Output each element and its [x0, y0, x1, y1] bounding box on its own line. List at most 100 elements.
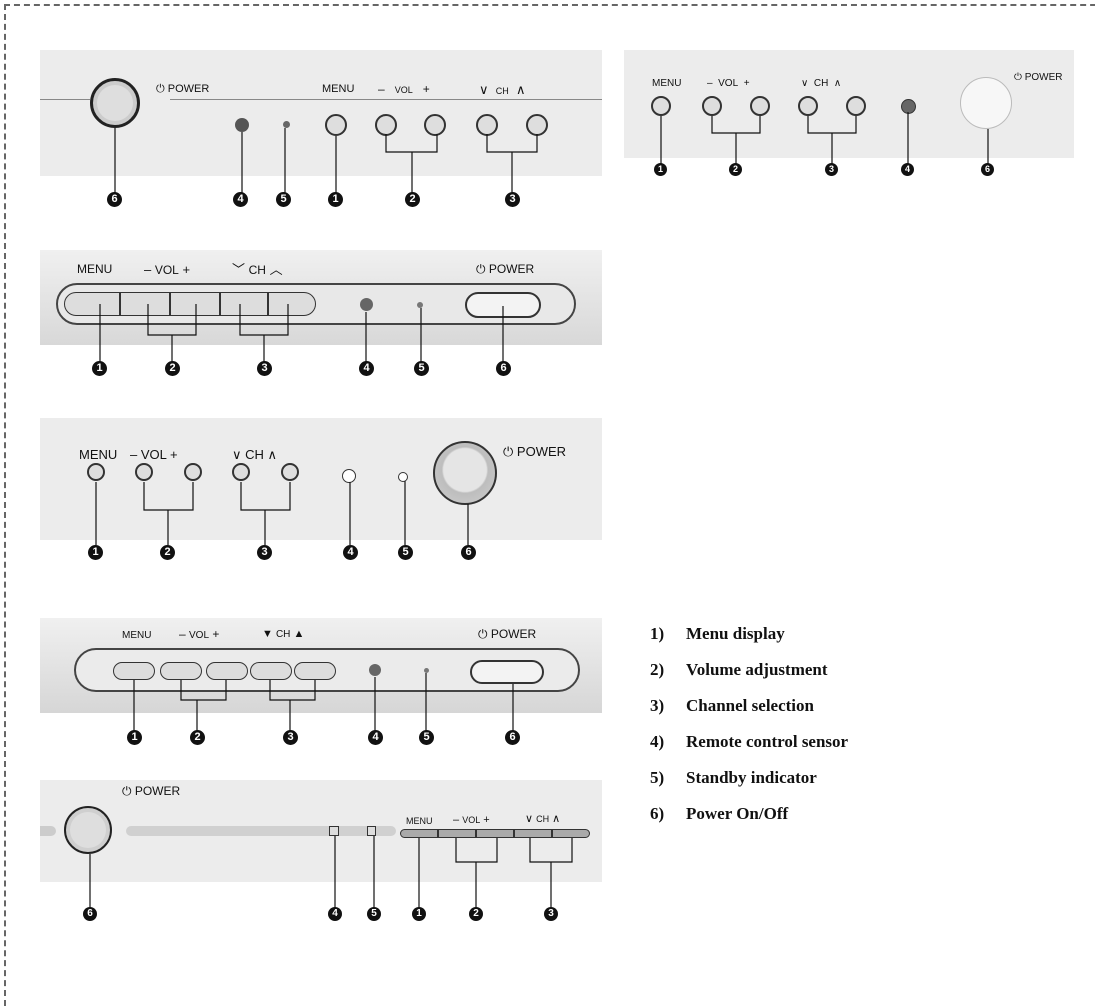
panel-f: ⏻ POWER MENU – VOL + ∨ CH ∧ — [40, 780, 602, 882]
callout-5: 5 — [419, 730, 434, 745]
vol-down-button[interactable] — [702, 96, 722, 116]
power-label: ⏻ POWER — [1014, 72, 1063, 83]
menu-label: MENU — [652, 78, 682, 89]
power-button[interactable] — [960, 77, 1012, 129]
vol-down-button[interactable] — [135, 463, 153, 481]
ch-label: ▼ CH ▲ — [262, 628, 305, 641]
legend: 1)Menu display 2)Volume adjustment 3)Cha… — [650, 624, 848, 840]
vol-down-button[interactable] — [160, 662, 202, 680]
callout-4: 4 — [233, 192, 248, 207]
vol-up-button[interactable] — [424, 114, 446, 136]
menu-button[interactable] — [113, 662, 155, 680]
vol-up-button[interactable] — [206, 662, 248, 680]
power-button[interactable] — [90, 78, 140, 128]
callout-3: 3 — [283, 730, 298, 745]
ch-up-button[interactable] — [846, 96, 866, 116]
menu-button[interactable] — [64, 292, 120, 316]
legend-item-volume-adjustment: 2)Volume adjustment — [650, 660, 828, 679]
callout-2: 2 — [729, 163, 742, 176]
callout-3: 3 — [257, 545, 272, 560]
callout-2: 2 — [165, 361, 180, 376]
menu-button[interactable] — [87, 463, 105, 481]
legend-item-standby-indicator: 5)Standby indicator — [650, 768, 817, 787]
remote-sensor — [235, 118, 249, 132]
vol-down-button[interactable] — [120, 292, 170, 316]
remote-sensor — [360, 298, 373, 311]
panel-b: MENU – VOL + ∨ CH ∧ ⏻ POWER — [624, 50, 1074, 158]
callout-1: 1 — [92, 361, 107, 376]
menu-button[interactable] — [325, 114, 347, 136]
callout-4: 4 — [368, 730, 383, 745]
vol-label: – VOL + — [130, 447, 178, 462]
legend-item-channel-selection: 3)Channel selection — [650, 696, 814, 715]
remote-sensor — [369, 664, 381, 676]
vol-up-button[interactable] — [476, 829, 514, 838]
standby-indicator — [417, 302, 423, 308]
vol-down-button[interactable] — [438, 829, 476, 838]
ch-label: ∨ CH ∧ — [479, 82, 526, 97]
callout-3: 3 — [505, 192, 520, 207]
callout-2: 2 — [160, 545, 175, 560]
power-label: ⏻ POWER — [476, 262, 535, 276]
callout-2: 2 — [190, 730, 205, 745]
callout-4: 4 — [359, 361, 374, 376]
menu-button[interactable] — [651, 96, 671, 116]
menu-label: MENU — [122, 630, 152, 641]
power-label: ⏻ POWER — [156, 83, 210, 95]
callout-6: 6 — [83, 907, 97, 921]
power-label: ⏻ POWER — [478, 627, 537, 641]
callout-2: 2 — [469, 907, 483, 921]
legend-item-menu-display: 1)Menu display — [650, 624, 785, 643]
ch-label: ∨ CH ∧ — [801, 78, 842, 89]
callout-5: 5 — [398, 545, 413, 560]
ch-down-button[interactable] — [250, 662, 292, 680]
ch-down-button[interactable] — [514, 829, 552, 838]
ch-label: ﹀ CH ︿ — [232, 262, 283, 277]
menu-label: MENU — [79, 447, 118, 462]
legend-item-power-on-off: 6)Power On/Off — [650, 804, 789, 823]
ch-down-button[interactable] — [798, 96, 818, 116]
callout-2: 2 — [405, 192, 420, 207]
callout-6: 6 — [107, 192, 122, 207]
vol-up-button[interactable] — [184, 463, 202, 481]
vol-label: – VOL + — [378, 82, 430, 96]
callout-3: 3 — [825, 163, 838, 176]
vol-label: – VOL + — [453, 814, 490, 826]
ch-down-button[interactable] — [232, 463, 250, 481]
callout-1: 1 — [127, 730, 142, 745]
standby-indicator — [283, 121, 290, 128]
power-button[interactable] — [64, 806, 112, 854]
callout-4: 4 — [328, 907, 342, 921]
menu-label: MENU — [406, 816, 433, 826]
ch-up-button[interactable] — [294, 662, 336, 680]
vol-up-button[interactable] — [170, 292, 220, 316]
callout-5: 5 — [414, 361, 429, 376]
callout-1: 1 — [88, 545, 103, 560]
callout-3: 3 — [544, 907, 558, 921]
long-rail — [126, 826, 396, 836]
legend-item-remote-control-sensor: 4)Remote control sensor — [650, 732, 849, 751]
ch-up-button[interactable] — [552, 829, 590, 838]
callout-3: 3 — [257, 361, 272, 376]
vol-up-button[interactable] — [750, 96, 770, 116]
power-button[interactable] — [433, 441, 497, 505]
panel-c: MENU – VOL + ﹀ CH ︿ ⏻ POWER — [40, 250, 602, 345]
callout-6: 6 — [496, 361, 511, 376]
ch-down-button[interactable] — [220, 292, 268, 316]
power-label: ⏻ POWER — [122, 784, 181, 798]
power-button[interactable] — [470, 660, 544, 684]
vol-label: – VOL + — [144, 262, 191, 277]
menu-label: MENU — [322, 83, 355, 95]
vol-label: – VOL + — [179, 627, 220, 641]
ch-up-button[interactable] — [268, 292, 316, 316]
menu-label: MENU — [77, 262, 113, 276]
left-rail-stub — [40, 826, 56, 836]
ch-label: ∨ CH ∧ — [232, 447, 278, 462]
panel-d: MENU – VOL + ∨ CH ∧ ⏻ POWER — [40, 418, 602, 540]
callout-1: 1 — [328, 192, 343, 207]
callout-6: 6 — [981, 163, 994, 176]
callout-5: 5 — [276, 192, 291, 207]
menu-button[interactable] — [400, 829, 438, 838]
callout-4: 4 — [901, 163, 914, 176]
ch-up-button[interactable] — [281, 463, 299, 481]
